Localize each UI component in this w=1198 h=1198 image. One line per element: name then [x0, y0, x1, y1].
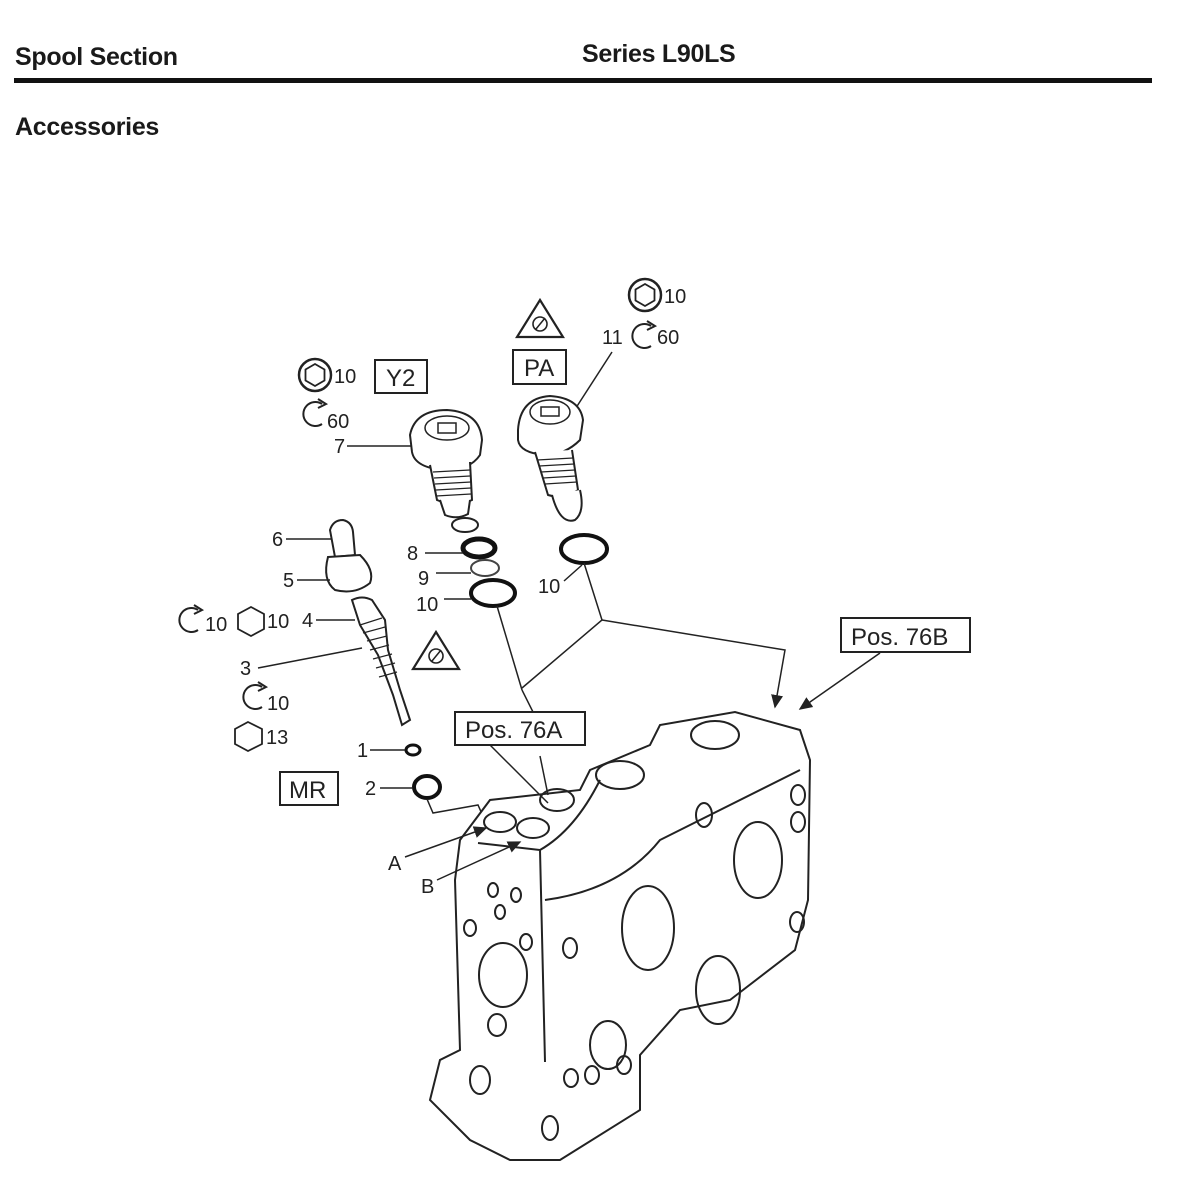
warning-gauge-icon — [515, 297, 565, 339]
part-number-2: 2 — [365, 778, 376, 800]
hex-socket-icon — [627, 277, 663, 313]
pa-label-box: PA — [512, 349, 567, 385]
part-number-4: 4 — [302, 610, 313, 632]
assembly-leader-lines — [496, 562, 786, 713]
plug-y2 — [408, 408, 484, 533]
pos-76b-label: Pos. 76B — [851, 624, 948, 651]
hex-wrench-icon — [237, 605, 265, 638]
pos-76b-label-box: Pos. 76B — [840, 617, 971, 653]
y2-label-box: Y2 — [374, 359, 428, 394]
part-number-3: 3 — [240, 658, 251, 680]
spool-torque-top: 10 — [205, 614, 227, 636]
hex-wrench-icon — [234, 720, 263, 753]
part-number-5: 5 — [283, 570, 294, 592]
seal-1 — [404, 743, 422, 757]
series-title: Series L90LS — [582, 40, 736, 68]
hex-socket-icon — [297, 357, 333, 393]
pa-label: PA — [524, 355, 554, 382]
seal-8 — [460, 536, 498, 560]
spool-assembly — [325, 518, 412, 727]
valve-body — [428, 710, 812, 1161]
part-number-6: 6 — [272, 529, 283, 551]
section-title: Spool Section — [15, 43, 178, 71]
torque-arrow-icon — [242, 681, 269, 710]
pos-76a-label-box: Pos. 76A — [454, 711, 586, 746]
torque-arrow-icon — [178, 604, 205, 633]
part-number-8: 8 — [407, 543, 418, 565]
part-number-9: 9 — [418, 568, 429, 590]
oring-10-right — [559, 533, 609, 565]
mr-label-box: MR — [279, 771, 339, 806]
header-divider — [14, 78, 1152, 83]
spool-hex-bottom: 13 — [266, 727, 288, 749]
part-number-11: 11 — [602, 327, 623, 349]
spool-torque-bottom: 10 — [267, 693, 289, 715]
part-number-10-right: 10 — [538, 576, 560, 598]
y2-torque-value: 60 — [327, 411, 349, 433]
ring-9 — [470, 559, 500, 577]
torque-arrow-icon — [302, 398, 329, 427]
port-a-label: A — [388, 853, 402, 875]
y2-label: Y2 — [386, 365, 415, 392]
subheading: Accessories — [15, 113, 160, 141]
oring-10-left — [469, 578, 517, 608]
plug-pa — [517, 394, 585, 522]
y2-hex-socket-size: 10 — [334, 366, 356, 388]
port-b-label: B — [421, 876, 434, 898]
pa-torque-value: 60 — [657, 327, 679, 349]
pa-hex-socket-size: 10 — [664, 286, 686, 308]
torque-arrow-icon — [631, 320, 658, 349]
part-number-10-left: 10 — [416, 594, 438, 616]
spool-hex-top: 10 — [267, 611, 289, 633]
part-number-7: 7 — [334, 436, 345, 458]
oring-2 — [412, 774, 442, 800]
mr-label: MR — [289, 777, 326, 804]
warning-gauge-icon — [411, 629, 461, 671]
part-number-1: 1 — [357, 740, 368, 762]
pos-76a-label: Pos. 76A — [465, 717, 562, 744]
